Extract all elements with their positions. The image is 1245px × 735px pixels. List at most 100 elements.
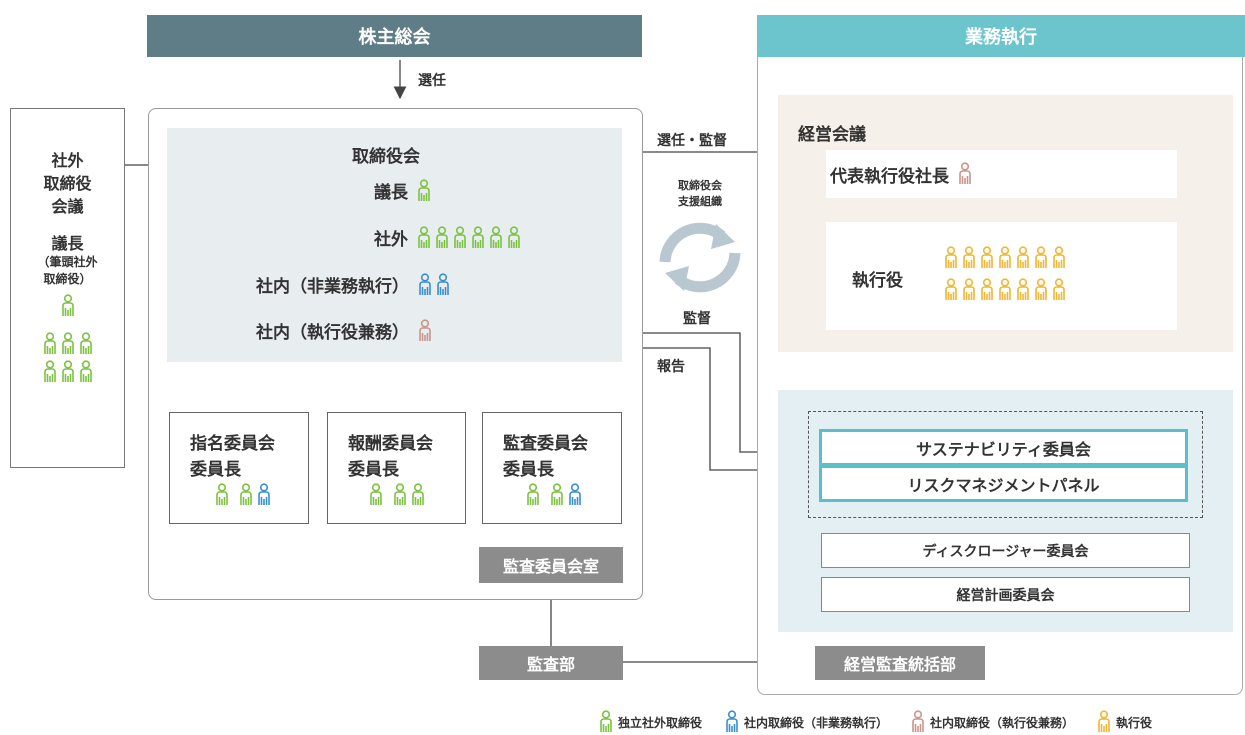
legend-item-independent: 独立社外取締役	[598, 710, 702, 734]
nomination-committee-icons	[214, 483, 272, 507]
board-title: 取締役会	[352, 147, 420, 167]
board-chair-icon	[416, 178, 432, 203]
compensation-committee-chair: 委員長	[348, 460, 399, 480]
independent-director-icon	[412, 483, 424, 505]
independent-director-icon	[240, 483, 252, 505]
independent-director-icon	[454, 225, 466, 248]
independent-director-icon	[79, 360, 92, 382]
executive-officer-icon	[1053, 278, 1065, 300]
independent-director-icon	[216, 483, 228, 505]
business-execution-header: 業務執行	[757, 15, 1245, 57]
board-outside-icons	[416, 225, 522, 250]
executive-officer-icon	[963, 278, 975, 300]
audit-committee-icons	[525, 483, 583, 507]
legend-item-internal-exec: 社内取締役（執行役兼務）	[910, 710, 1074, 734]
independent-director-icon	[61, 332, 74, 354]
independent-director-icon	[508, 225, 520, 248]
report-label: 報告	[657, 359, 685, 375]
independent-director-icon	[43, 360, 56, 382]
legend: 独立社外取締役 社内取締役（非業務執行） 社内取締役（執行役兼務） 執行役	[598, 710, 1152, 734]
independent-director-icon	[79, 332, 92, 354]
shareholders-meeting-header: 株主総会	[147, 15, 642, 57]
independent-director-icon	[394, 483, 406, 505]
board-internal-nonexec-row: 社内（非業務執行）	[256, 272, 451, 297]
compensation-committee-icons	[368, 483, 426, 507]
executive-officer-icon	[1017, 246, 1029, 268]
elect-supervise-label: 選任・監督	[657, 133, 727, 149]
board-chair-row: 議長	[374, 178, 432, 203]
executive-officer-icon	[945, 278, 957, 300]
management-planning-committee: 経営計画委員会	[821, 577, 1190, 612]
executive-officers-box: 執行役	[826, 222, 1177, 330]
nomination-committee: 指名委員会 委員長	[169, 412, 309, 524]
board-internal-exec-label: 社内（執行役兼務）	[256, 323, 409, 343]
internal-nonexec-director-icon	[569, 483, 581, 505]
audit-committee-chair: 委員長	[503, 460, 554, 480]
internal-nonexec-director-icon	[726, 710, 738, 732]
legend-item-internal-nonexec: 社内取締役（非業務執行）	[724, 710, 888, 734]
internal-exec-director-icon	[419, 318, 431, 341]
independent-director-icon	[370, 483, 382, 505]
executive-officer-icon	[981, 278, 993, 300]
independent-director-icon	[600, 710, 612, 732]
executive-officer-icon	[963, 246, 975, 268]
management-audit-headquarters: 経営監査統括部	[815, 646, 985, 680]
support-org-label: 取締役会 支援組織	[660, 178, 740, 210]
legend-item-officer: 執行役	[1096, 710, 1152, 734]
independent-director-icon	[490, 225, 502, 248]
management-meeting-title: 経営会議	[798, 125, 866, 145]
internal-exec-director-icon	[912, 710, 924, 732]
outside-meeting-title-1: 社外	[51, 151, 84, 170]
president-label: 代表執行役社長	[830, 166, 949, 187]
legend-label-internal-exec: 社内取締役（執行役兼務）	[930, 715, 1075, 730]
supervise-label: 監督	[683, 311, 711, 327]
audit-committee: 監査委員会 委員長	[482, 412, 622, 524]
sustainability-committee: サステナビリティ委員会	[819, 429, 1188, 466]
refresh-icon	[659, 222, 741, 293]
dotted-group	[808, 411, 1203, 518]
executive-officer-icon	[999, 246, 1011, 268]
outside-meeting-chair-note-1: （筆頭社外	[37, 255, 98, 269]
elect-label: 選任	[418, 73, 446, 89]
outside-meeting-chair: 議長	[51, 234, 84, 253]
compensation-committee: 報酬委員会 委員長	[327, 412, 466, 524]
support-org-line-1: 取締役会	[678, 179, 722, 192]
executive-officer-icon	[1053, 246, 1065, 268]
risk-management-panel: リスクマネジメントパネル	[819, 465, 1188, 502]
independent-director-icon	[61, 294, 74, 316]
executive-officer-icon	[1017, 278, 1029, 300]
board-internal-exec-row: 社内（執行役兼務）	[256, 318, 433, 343]
nomination-committee-title: 指名委員会	[190, 434, 275, 454]
executive-officer-icon	[1035, 278, 1047, 300]
executive-officer-icon	[981, 246, 993, 268]
compensation-committee-title: 報酬委員会	[348, 434, 433, 454]
support-org-line-2: 支援組織	[678, 195, 722, 208]
executive-officers-icons	[943, 246, 1067, 306]
board-chair-label: 議長	[374, 183, 408, 203]
outside-meeting-title-2: 取締役	[43, 174, 92, 193]
board-internal-exec-icon	[417, 318, 433, 343]
outside-meeting-title-3: 会議	[51, 197, 84, 216]
independent-director-icon	[527, 483, 539, 505]
internal-nonexec-director-icon	[258, 483, 270, 505]
internal-nonexec-director-icon	[437, 272, 449, 295]
president-icon	[957, 162, 973, 186]
independent-director-icon	[472, 225, 484, 248]
independent-director-icon	[551, 483, 563, 505]
independent-director-icon	[418, 178, 430, 201]
outside-meeting-chair-note-2: 取締役）	[43, 272, 92, 286]
audit-committee-title: 監査委員会	[503, 434, 588, 454]
disclosure-committee: ディスクロージャー委員会	[821, 533, 1190, 568]
outside-meeting-members-icons	[11, 332, 124, 388]
independent-director-icon	[61, 360, 74, 382]
board-of-directors	[167, 128, 622, 362]
outside-meeting-chair-icon	[11, 294, 124, 322]
executive-officer-icon	[1098, 710, 1110, 732]
internal-exec-director-icon	[959, 162, 971, 184]
board-internal-nonexec-icons	[417, 272, 451, 297]
independent-director-icon	[436, 225, 448, 248]
executive-officers-label: 執行役	[852, 271, 903, 291]
president-box: 代表執行役社長	[826, 150, 1177, 198]
independent-director-icon	[43, 332, 56, 354]
outside-directors-meeting: 社外 取締役 会議 議長 （筆頭社外 取締役）	[10, 108, 125, 468]
